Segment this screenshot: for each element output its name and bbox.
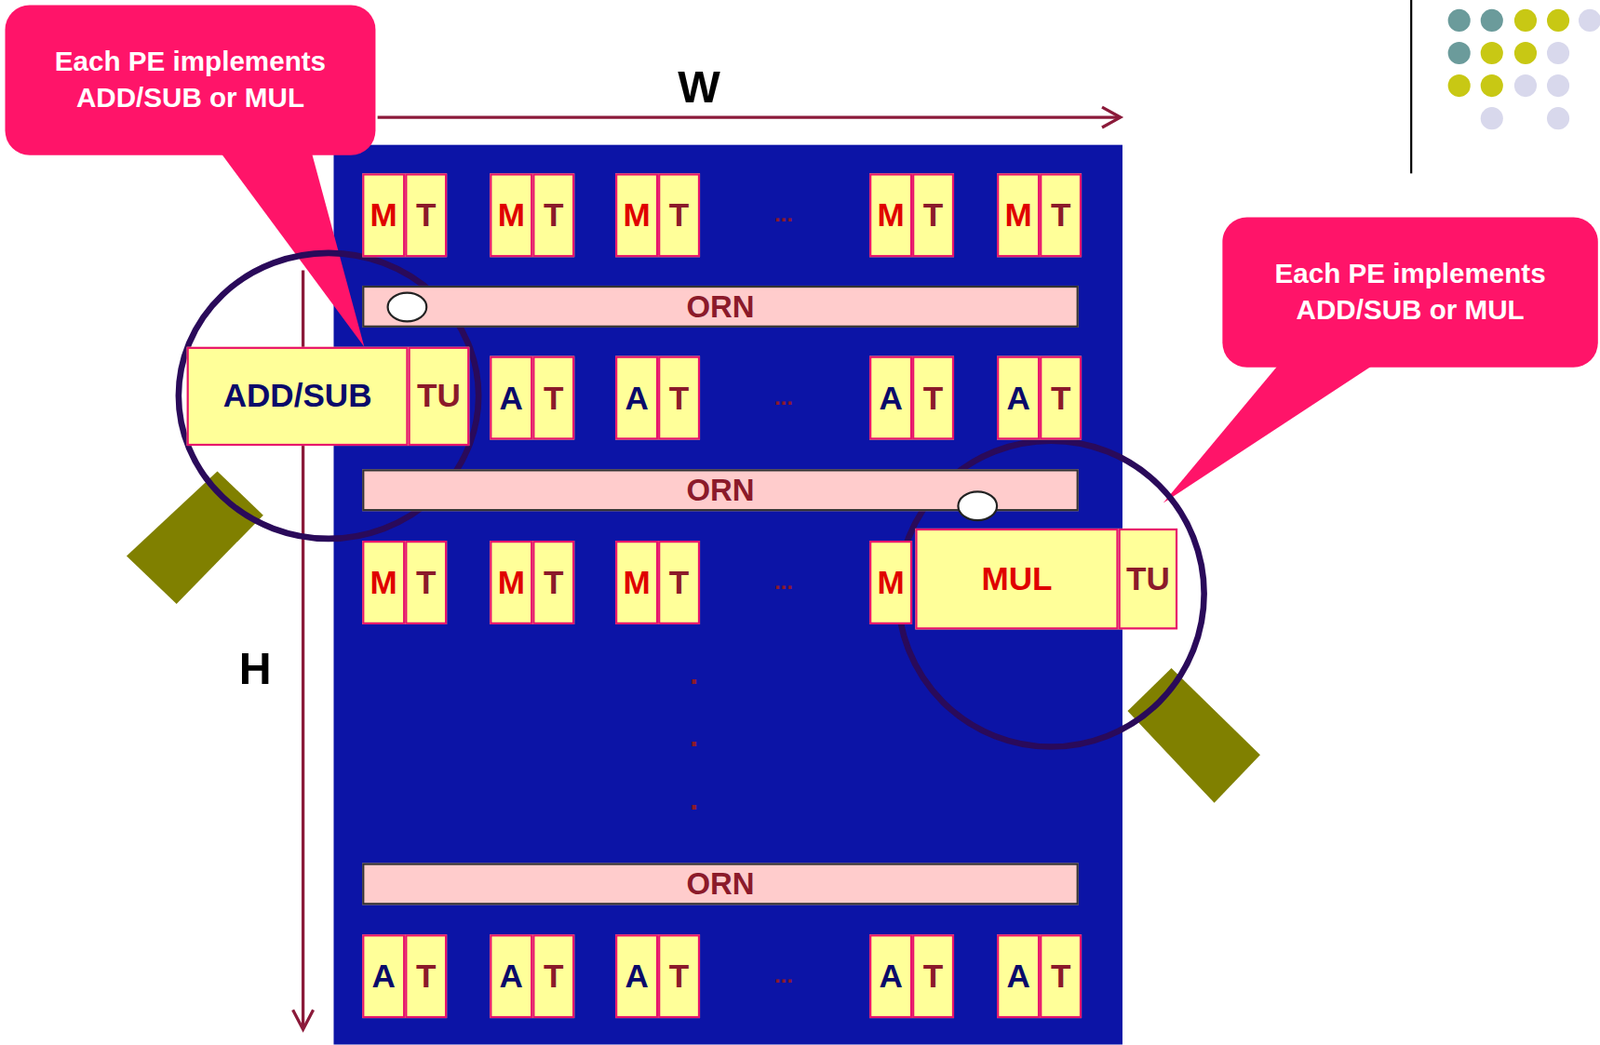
orn-band: ORN (362, 469, 1079, 511)
pe-cell: A (615, 934, 659, 1019)
pe-cell: A (869, 934, 913, 1019)
pe-cell: T (1039, 356, 1082, 441)
decor-dots (1448, 9, 1600, 130)
pe-cell: T (532, 356, 575, 441)
pe-cell: MUL (914, 528, 1118, 631)
processing-element: MT (362, 173, 447, 257)
pe-cell: M (869, 173, 913, 257)
ellipsis: ... (774, 568, 794, 596)
pe-cell: T (1039, 173, 1082, 257)
pe-cell: T (658, 540, 700, 625)
pe-cell: T (658, 356, 700, 441)
pe-cell: T (912, 356, 955, 441)
callout-box: Each PE implements ADD/SUB or MUL (4, 4, 376, 155)
pe-cell: A (869, 356, 913, 441)
vertical-dot: . (689, 719, 699, 754)
pe-cell: A (996, 934, 1040, 1019)
processing-element: AT (489, 356, 575, 441)
processing-element: AT (869, 934, 955, 1019)
pe-cell: T (404, 540, 447, 625)
processing-element: M (869, 540, 913, 625)
callout-text: Each PE implements ADD/SUB or MUL (1249, 256, 1572, 329)
band-label: ORN (685, 866, 754, 901)
ellipsis: ... (774, 384, 794, 412)
processing-element: ADD/SUBTU (187, 347, 471, 446)
magnifier-handle (126, 470, 264, 605)
pe-cell: T (404, 173, 447, 257)
processing-element: AT (362, 934, 447, 1019)
pe-cell: M (615, 173, 659, 257)
divider-line (1410, 0, 1412, 174)
processing-element: AT (869, 356, 955, 441)
processing-element: AT (996, 934, 1082, 1019)
pe-cell: A (615, 356, 659, 441)
processing-element: AT (615, 934, 700, 1019)
port-marker (388, 293, 428, 323)
pe-cell: T (912, 934, 955, 1019)
processing-element: AT (489, 934, 575, 1019)
processing-element: MT (362, 540, 447, 625)
pe-cell: TU (408, 347, 471, 446)
port-marker (957, 491, 997, 521)
processing-element: MT (489, 173, 575, 257)
pe-cell: T (532, 173, 575, 257)
pe-cell: T (532, 540, 575, 625)
pe-cell: M (869, 540, 913, 625)
pe-cell: ADD/SUB (187, 347, 409, 446)
pe-cell: M (489, 173, 533, 257)
pe-cell: A (362, 934, 405, 1019)
pe-cell: T (912, 173, 955, 257)
band-label: ORN (685, 289, 754, 324)
callout-text: Each PE implements ADD/SUB or MUL (31, 44, 350, 117)
callout-box: Each PE implements ADD/SUB or MUL (1222, 217, 1598, 368)
processing-element: MT (996, 173, 1082, 257)
processing-element: MT (615, 540, 700, 625)
vertical-dot: . (689, 782, 699, 818)
pe-cell: T (532, 934, 575, 1019)
pe-cell: A (489, 934, 533, 1019)
pe-cell: M (362, 173, 405, 257)
callout-pointer (1163, 362, 1378, 503)
processing-element: MULTU (914, 528, 1178, 631)
pe-cell: M (996, 173, 1040, 257)
pe-cell: T (658, 934, 700, 1019)
callout-pointer (219, 150, 365, 347)
dimension-label: H (239, 643, 272, 695)
pe-cell: T (1039, 934, 1082, 1019)
pe-cell: M (615, 540, 659, 625)
processing-element: MT (869, 173, 955, 257)
processing-element: MT (489, 540, 575, 625)
magnifier-handle (1127, 668, 1261, 804)
vertical-dot: . (689, 656, 699, 691)
pe-cell: M (489, 540, 533, 625)
ellipsis: ... (774, 201, 794, 229)
pe-cell: TU (1118, 528, 1179, 631)
pe-cell: T (404, 934, 447, 1019)
pe-cell: T (658, 173, 700, 257)
band-label: ORN (685, 472, 754, 508)
processing-element: MT (615, 173, 700, 257)
orn-band: ORN (362, 862, 1079, 905)
ellipsis: ... (774, 962, 794, 990)
dimension-label: W (677, 61, 721, 113)
pe-cell: A (996, 356, 1040, 441)
orn-band: ORN (362, 285, 1079, 328)
dimension-arrows (293, 107, 1121, 1030)
processing-element: AT (996, 356, 1082, 441)
pe-array (333, 145, 1122, 1045)
pe-cell: A (489, 356, 533, 441)
processing-element: AT (615, 356, 700, 441)
pe-cell: M (362, 540, 405, 625)
